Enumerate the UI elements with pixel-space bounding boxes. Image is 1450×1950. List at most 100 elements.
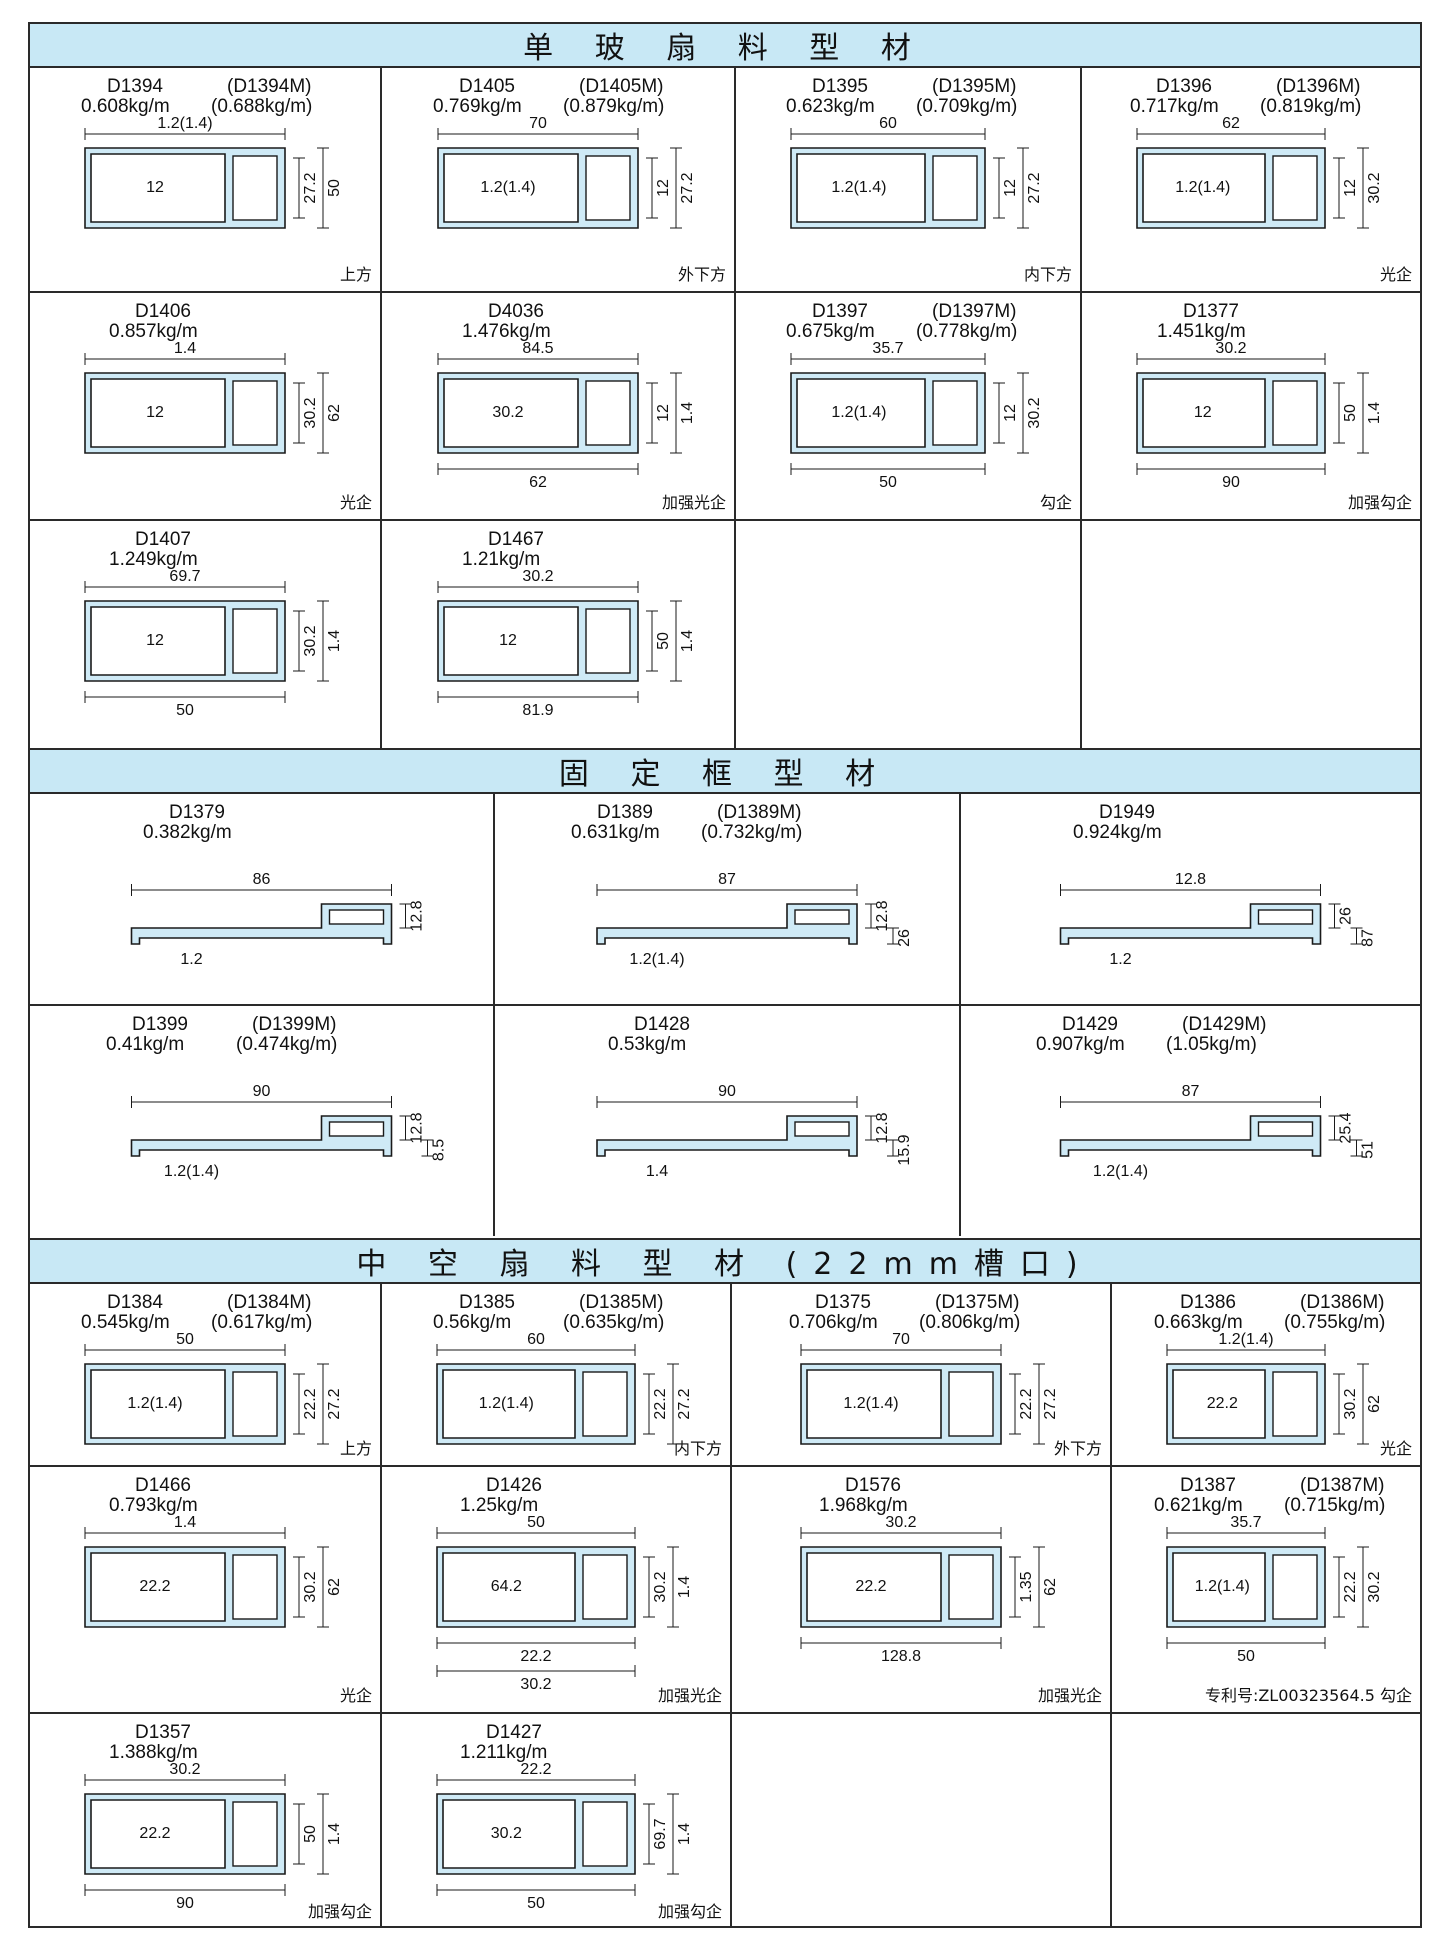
dimension-label: 12.8: [409, 1112, 426, 1143]
profile-position-note: 加强光企: [657, 1686, 722, 1705]
profile-weight: 0.907kg/m: [1036, 1034, 1125, 1055]
empty-cell: [1082, 521, 1420, 774]
profile-weight: 0.41kg/m: [106, 1034, 185, 1055]
profile-weight-variant: (0.755kg/m): [1284, 1312, 1386, 1333]
dimension-label: 64.2: [491, 1578, 522, 1595]
dimension-label: 30.2: [492, 404, 523, 421]
dimension-label: 12: [1002, 404, 1019, 422]
dimension-label: 50: [176, 1331, 194, 1348]
profile-weight-variant: (0.474kg/m): [236, 1034, 338, 1055]
dimension-label: 22.2: [302, 1388, 319, 1419]
dimension-label: 62: [326, 404, 343, 422]
dimension-label: 1.4: [326, 630, 343, 652]
dimension-label: 30.2: [491, 1825, 522, 1842]
dimension-label: 22.2: [855, 1578, 886, 1595]
dimension-label: 25.4: [1338, 1112, 1355, 1143]
profile-code-variant: (D1429M): [1182, 1014, 1267, 1035]
dimension-label: 30.2: [1342, 1388, 1359, 1419]
profile-position-note: 内下方: [673, 1439, 722, 1458]
profile-code: D1407: [135, 529, 191, 550]
dimension-label: 27.2: [679, 172, 696, 203]
profile-weight: 0.663kg/m: [1154, 1312, 1243, 1333]
profile-code-variant: (D1375M): [935, 1292, 1020, 1313]
dimension-label: 87: [1182, 1083, 1200, 1100]
profile-weight: 1.211kg/m: [460, 1742, 548, 1763]
profile-code: D1467: [488, 529, 544, 550]
profile-code: D1399: [132, 1014, 188, 1035]
profile-code: D1466: [135, 1475, 191, 1496]
dimension-label: 87: [718, 871, 736, 888]
profile-code: D1357: [135, 1722, 191, 1743]
dimension-label: 1.2(1.4): [843, 1395, 898, 1412]
profile-code: D1389: [597, 802, 653, 823]
dimension-label: 27.2: [326, 1388, 343, 1419]
profile-weight: 1.968kg/m: [819, 1495, 908, 1516]
profile-weight-variant: (0.879kg/m): [563, 96, 665, 117]
profile-code: D1375: [815, 1292, 871, 1313]
profile-code: D1428: [634, 1014, 690, 1035]
profile-weight: 1.249kg/m: [109, 549, 198, 570]
profile-code: D1396: [1156, 76, 1212, 97]
profile-code-variant: (D1405M): [579, 76, 664, 97]
profile-code-variant: (D1399M): [252, 1014, 337, 1035]
dimension-label: 30.2: [302, 625, 319, 656]
profile-weight: 1.451kg/m: [1157, 321, 1246, 342]
section-title-fixed-frame: 固 定 框 型 材: [28, 748, 1422, 794]
dimension-label: 50: [655, 632, 672, 650]
profile-code: D1384: [107, 1292, 163, 1313]
profile-weight: 0.608kg/m: [81, 96, 170, 117]
dimension-label: 1.4: [679, 402, 696, 424]
dimension-label: 15.9: [896, 1134, 913, 1165]
dimension-label: 12: [146, 179, 164, 196]
profile-weight-variant: (0.778kg/m): [916, 321, 1018, 342]
profile-weight: 1.25kg/m: [460, 1495, 539, 1516]
dimension-label: 1.2(1.4): [1093, 1163, 1148, 1180]
dimension-label: 62: [1042, 1578, 1059, 1596]
profile-weight: 0.769kg/m: [433, 96, 522, 117]
dimension-label: 1.2(1.4): [164, 1163, 219, 1180]
dimension-label: 22.2: [652, 1388, 669, 1419]
profile-position-note: 勾企: [1039, 493, 1072, 512]
profile-weight-variant: (0.688kg/m): [211, 96, 313, 117]
dimension-label: 1.2(1.4): [1195, 1578, 1250, 1595]
dimension-label: 62: [1222, 115, 1240, 132]
profile-weight-variant: (0.819kg/m): [1260, 96, 1362, 117]
profile-code-variant: (D1384M): [227, 1292, 312, 1313]
dimension-label: 30.2: [1215, 340, 1246, 357]
dimension-label: 1.2(1.4): [831, 404, 886, 421]
profile-code-variant: (D1385M): [579, 1292, 664, 1313]
dimension-label: 1.2(1.4): [157, 115, 212, 132]
dimension-label: 27.2: [1026, 172, 1043, 203]
dimension-label: 22.2: [139, 1825, 170, 1842]
profile-weight: 0.56kg/m: [433, 1312, 512, 1333]
profile-position-note: 上方: [339, 265, 372, 284]
dimension-label: 1.2(1.4): [480, 179, 535, 196]
profile-code: D1427: [486, 1722, 542, 1743]
dimension-label: 30.2: [652, 1571, 669, 1602]
dimension-label: 30.2: [1366, 1571, 1383, 1602]
profile-code: D1405: [459, 76, 515, 97]
dimension-label: 1.2: [180, 951, 202, 968]
profile-code: D1576: [845, 1475, 901, 1496]
dimension-label: 50: [527, 1514, 545, 1531]
dimension-label: 12: [655, 179, 672, 197]
dimension-label: 1.4: [676, 1576, 693, 1598]
